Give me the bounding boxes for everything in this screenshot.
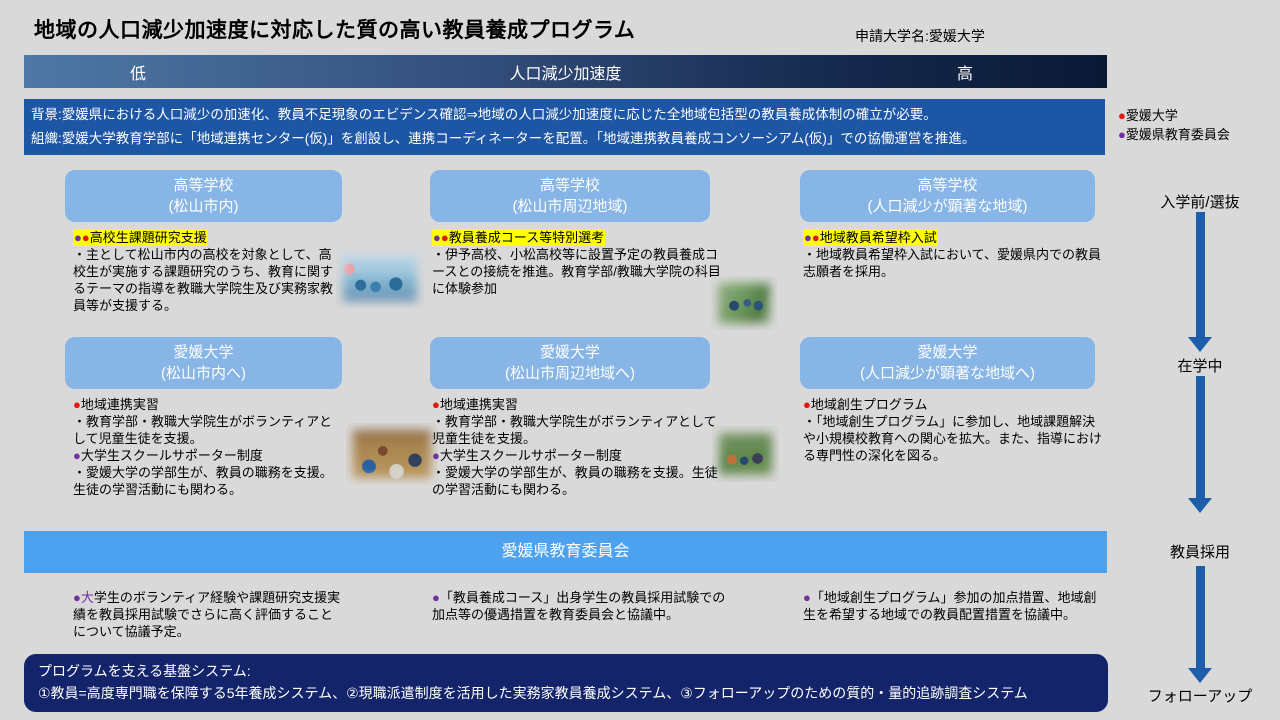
legend-label: 愛媛大学 <box>1125 108 1178 123</box>
red-dot-icon: ● <box>440 230 449 245</box>
card-title-line1: 高等学校 <box>173 177 234 194</box>
note-board-volunteer: ●大学生のボランティア経験や課題研究支援実績を教員採用試験でさらに高く評価するこ… <box>73 589 341 640</box>
highlighted-heading: ●●地域教員希望枠入試 <box>803 229 938 246</box>
note-highschool-suburb: ●●教員養成コース等特別選考 ・伊予高校、小松高校等に設置予定の教員養成コースと… <box>432 229 728 297</box>
photo-highschool-activity <box>336 248 424 308</box>
board-of-education-bar: 愛媛県教育委員会 <box>24 531 1107 573</box>
photo-students-walking <box>711 276 777 330</box>
red-dot-icon: ● <box>73 397 81 412</box>
card-highschool-matsuyama: 高等学校 (松山市内) <box>65 170 342 222</box>
note-heading: 高校生課題研究支援 <box>89 230 207 245</box>
note-board-placement: ●「地域創生プログラム」参加の加点措置、地域創生を希望する地域での教員配置措置を… <box>803 589 1105 623</box>
card-university-suburb: 愛媛大学 (松山市周辺地域へ) <box>430 337 710 389</box>
note-text: 「地域創生プログラム」参加の加点措置、地域創生を希望する地域での教員配置措置を協… <box>803 590 1097 622</box>
card-title-line1: 愛媛大学 <box>917 344 978 361</box>
purple-dot-icon: ● <box>1118 127 1126 142</box>
bullet-body: ・愛媛大学の学部生が、教員の職務を支援。生徒の学習活動にも関わる。 <box>432 465 718 497</box>
stage-pre-admission: 入学前/選抜 <box>1160 194 1240 211</box>
highlighted-heading: ●●高校生課題研究支援 <box>73 229 208 246</box>
bullet-heading: ●地域連携実習 <box>432 397 518 412</box>
legend-label: 愛媛県教育委員会 <box>1125 127 1230 142</box>
bullet-heading: ●地域創生プログラム <box>803 397 928 412</box>
purple-dot-icon: ● <box>432 448 440 463</box>
bullet-heading: ●地域連携実習 <box>73 397 159 412</box>
purple-dot-icon: ● <box>803 590 811 605</box>
red-dot-icon: ● <box>811 230 820 245</box>
red-dot-icon: ● <box>803 397 811 412</box>
note-heading: 教員養成コース等特別選考 <box>448 230 605 245</box>
card-title-line1: 高等学校 <box>917 177 978 194</box>
card-title-line1: 愛媛大学 <box>173 344 234 361</box>
note-heading: 地域教員希望枠入試 <box>819 230 937 245</box>
photo-classroom-support <box>346 423 438 485</box>
note-body: ・地域教員希望枠入試において、愛媛県内での教員志願者を採用。 <box>803 247 1101 279</box>
card-title-line2: (松山市内) <box>168 198 239 215</box>
red-dot-icon: ● <box>1118 108 1126 123</box>
context-line-organization: 組織:愛媛大学教育学部に「地域連携センター(仮)」を創設し、連携コーディネーター… <box>31 131 976 146</box>
bullet-body: ・教育学部・教職大学院生がボランティアとして児童生徒を支援。 <box>432 414 717 446</box>
note-text: 学生のボランティア経験や課題研究支援実績を教員採用試験でさらに高く評価することに… <box>73 590 341 639</box>
purple-dot-icon: ● <box>73 448 81 463</box>
stage-enrolled: 在学中 <box>1177 358 1223 375</box>
card-title-line2: (松山市周辺地域へ) <box>505 365 635 382</box>
note-highschool-matsuyama: ●●高校生課題研究支援 ・主として松山市内の高校を対象として、高校生が実施する課… <box>73 229 341 314</box>
context-line-background: 背景:愛媛県における人口減少の加速化、教員不足現象のエビデンス確認⇒地域の人口減… <box>31 107 937 122</box>
note-university-matsuyama: ●地域連携実習 ・教育学部・教職大学院生がボランティアとして児童生徒を支援。 ●… <box>73 396 341 498</box>
note-text: 「教員養成コース」出身学生の教員採用試験での加点等の優遇措置を教育委員会と協議中… <box>432 590 726 622</box>
purple-dot-icon: ● <box>432 590 440 605</box>
bullet-body: ・「地域創生プログラム」に参加し、地域課題解決や小規模校教育への関心を拡大。また… <box>803 414 1103 463</box>
legend-item-board: ●愛媛県教育委員会 <box>1118 125 1230 144</box>
purple-dot-icon: ● <box>73 590 81 605</box>
foundation-system-box: プログラムを支える基盤システム: ①教員=高度専門職を保障する5年養成システム、… <box>24 654 1108 712</box>
lead-char: 大 <box>80 590 94 605</box>
card-title-line1: 愛媛大学 <box>539 344 600 361</box>
foundation-body: ①教員=高度専門職を保障する5年養成システム、②現職派遣制度を活用した実務家教員… <box>38 685 1028 701</box>
note-body: ・伊予高校、小松高校等に設置予定の教員養成コースとの接続を推進。教育学部/教職大… <box>432 247 721 296</box>
purple-dot-icon: ● <box>433 230 441 245</box>
context-box: 背景:愛媛県における人口減少の加速化、教員不足現象のエビデンス確認⇒地域の人口減… <box>24 99 1105 155</box>
stage-follow-up: フォローアップ <box>1147 688 1253 705</box>
bullet-body: ・教育学部・教職大学院生がボランティアとして児童生徒を支援。 <box>73 414 332 446</box>
down-arrow-icon <box>1188 376 1212 513</box>
applicant-university: 申請大学名:愛媛大学 <box>855 28 985 44</box>
note-board-course-preference: ●「教員養成コース」出身学生の教員採用試験での加点等の優遇措置を教育委員会と協議… <box>432 589 728 623</box>
note-university-suburb: ●地域連携実習 ・教育学部・教職大学院生がボランティアとして児童生徒を支援。 ●… <box>432 396 728 498</box>
card-university-matsuyama: 愛媛大学 (松山市内へ) <box>65 337 342 389</box>
note-university-declining: ●地域創生プログラム ・「地域創生プログラム」に参加し、地域課題解決や小規模校教… <box>803 396 1105 464</box>
red-dot-icon: ● <box>432 397 440 412</box>
legend-item-university: ●愛媛大学 <box>1118 106 1230 125</box>
purple-dot-icon: ● <box>74 230 82 245</box>
card-highschool-declining: 高等学校 (人口減少が顕著な地域) <box>800 170 1095 222</box>
axis-label-center: 人口減少加速度 <box>509 66 622 83</box>
red-dot-icon: ● <box>81 230 90 245</box>
photo-regional-fieldwork <box>712 426 779 482</box>
highlighted-heading: ●●教員養成コース等特別選考 <box>432 229 606 246</box>
card-title-line2: (松山市周辺地域) <box>512 198 628 215</box>
bullet-heading: ●大学生スクールサポーター制度 <box>73 448 263 463</box>
down-arrow-icon <box>1188 212 1212 352</box>
card-title-line1: 高等学校 <box>539 177 600 194</box>
card-title-line2: (人口減少が顕著な地域) <box>867 198 1028 215</box>
axis-label-low: 低 <box>130 66 147 83</box>
note-highschool-declining: ●●地域教員希望枠入試 ・地域教員希望枠入試において、愛媛県内での教員志願者を採… <box>803 229 1105 280</box>
population-decline-axis-bar: 低 人口減少加速度 高 <box>24 55 1107 88</box>
bullet-heading: ●大学生スクールサポーター制度 <box>432 448 622 463</box>
down-arrow-icon <box>1188 566 1212 683</box>
stage-teacher-employment: 教員採用 <box>1169 544 1230 561</box>
purple-dot-icon: ● <box>804 230 812 245</box>
bullet-body: ・愛媛大学の学部生が、教員の職務を支援。生徒の学習活動にも関わる。 <box>73 465 333 497</box>
note-body: ・主として松山市内の高校を対象として、高校生が実施する課題研究のうち、教育に関す… <box>73 247 334 313</box>
card-university-declining: 愛媛大学 (人口減少が顕著な地域へ) <box>800 337 1095 389</box>
card-title-line2: (松山市内へ) <box>161 365 246 382</box>
card-highschool-suburb: 高等学校 (松山市周辺地域) <box>430 170 710 222</box>
legend: ●愛媛大学 ●愛媛県教育委員会 <box>1118 106 1230 144</box>
foundation-heading: プログラムを支える基盤システム: <box>38 663 251 679</box>
card-title-line2: (人口減少が顕著な地域へ) <box>860 365 1035 382</box>
page-title: 地域の人口減少加速度に対応した質の高い教員養成プログラム <box>34 19 636 42</box>
axis-label-high: 高 <box>957 66 974 83</box>
